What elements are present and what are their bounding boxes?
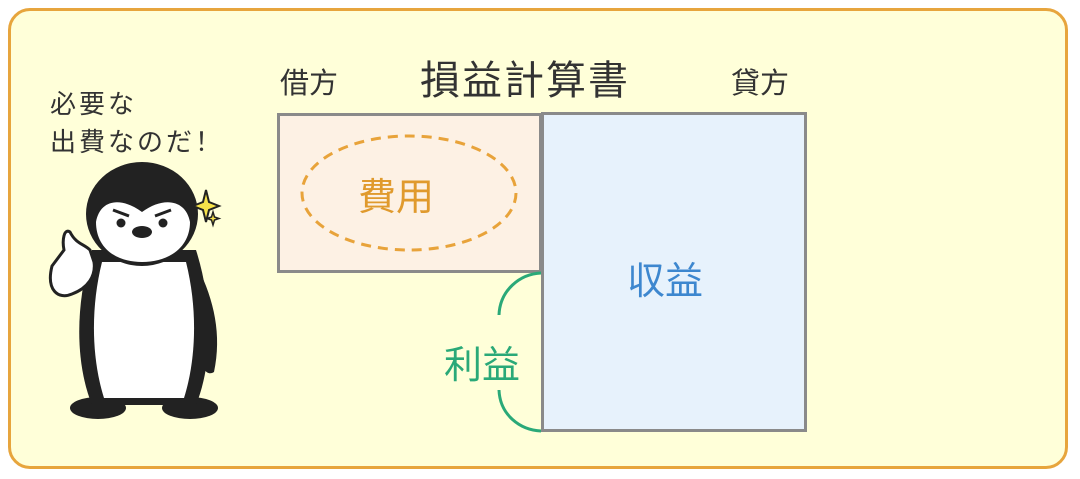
profit-bracket — [497, 271, 542, 433]
revenue-label: 収益 — [627, 259, 704, 303]
revenue-box — [541, 112, 807, 432]
expense-label: 費用 — [358, 175, 435, 219]
speech-line-2: 出費なのだ！ — [50, 128, 225, 158]
sparkle-icon — [190, 189, 222, 228]
diagram-title: 損益計算書 — [420, 58, 630, 104]
profit-label: 利益 — [444, 343, 521, 387]
expense-dashed-ellipse — [300, 134, 518, 252]
speech-line-1: 必要な — [50, 90, 138, 120]
credit-label: 貸方 — [731, 66, 790, 100]
debit-label: 借方 — [280, 66, 339, 100]
speech-text: 必要な 出費なのだ！ — [50, 86, 224, 162]
penguin-icon — [49, 162, 218, 419]
expense-box — [277, 113, 542, 273]
